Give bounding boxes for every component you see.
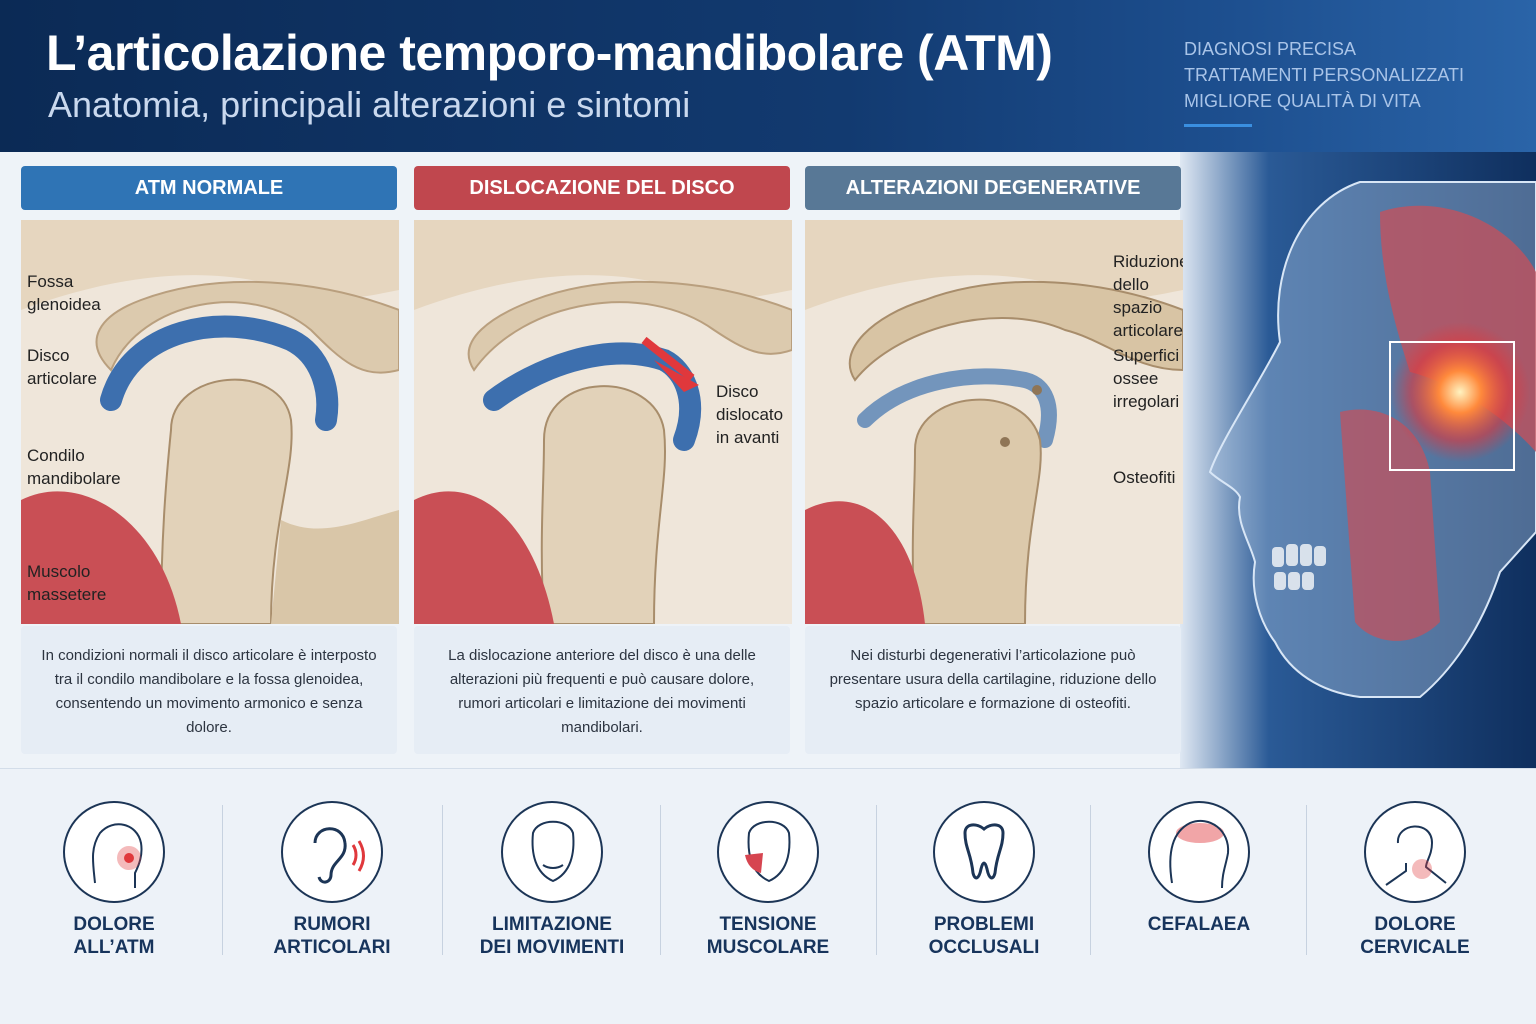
symptom-tensione: TENSIONE MUSCOLARE [668,801,868,959]
symptom-label-cefalea: CEFALAEA [1147,914,1251,935]
divider [876,805,877,955]
symptom-cervicale: DOLORE CERVICALE [1315,801,1515,959]
symptom-limitazione: LIMITAZIONE DEI MOVIMENTI [452,801,652,959]
label-superfici-irregolari: Superfici ossee irregolari [1113,346,1180,411]
headache-icon [1148,801,1250,903]
divider [442,805,443,955]
symptom-label-occlusali: PROBLEMI OCCLUSALI [928,914,1040,958]
panel-description-dislocazione: La dislocazione anteriore del disco è un… [414,626,790,754]
joint-illustration-dislocation: Disco dislocato in avanti [414,220,792,624]
ear-sound-icon [281,801,383,903]
panel-title-degenerative: ALTERAZIONI DEGENERATIVE [805,166,1181,210]
joint-illustration-normal: Fossa glenoidea Disco articolare Condilo… [21,220,399,624]
panel-description-degenerative: Nei disturbi degenerativi l’articolazion… [805,626,1181,754]
panel-title-dislocazione: DISLOCAZIONE DEL DISCO [414,166,790,210]
head-skull-illustration [1180,152,1536,768]
symptom-label-dolore-atm: DOLORE ALL’ATM [73,914,155,958]
page-title: L’articolazione temporo-mandibolare (ATM… [46,25,1053,81]
divider [222,805,223,955]
symptom-dolore-atm: DOLORE ALL’ATM [14,801,214,959]
joint-illustration-degenerative: Riduzione dello spazio articolare Superf… [805,220,1183,624]
tagline-trattamenti: TRATTAMENTI PERSONALIZZATI [1184,65,1465,85]
symptom-label-cervicale: DOLORE CERVICALE [1360,914,1470,958]
symptoms-row: DOLORE ALL’ATM RUMORI ARTICOLARI LIMITAZ… [0,768,1536,1024]
panel-dislocazione: DISLOCAZIONE DEL DISCO Disco dislocato i… [414,166,792,754]
page-subtitle: Anatomia, principali alterazioni e sinto… [48,84,691,125]
label-disco-articolare: Disco articolare [27,346,97,388]
head-pain-icon [63,801,165,903]
taglines: DIAGNOSI PRECISA TRATTAMENTI PERSONALIZZ… [1184,36,1464,127]
label-condilo-mandibolare: Condilo mandibolare [27,446,121,488]
label-disco-dislocato: Disco dislocato in avanti [716,382,784,447]
face-jaw-icon [501,801,603,903]
tooth-icon [933,801,1035,903]
tagline-diagnosi: DIAGNOSI PRECISA [1184,39,1357,59]
panel-atm-normale: ATM NORMALE Fossa glenoidea Disco artico… [21,166,399,754]
symptom-label-limitazione: LIMITAZIONE DEI MOVIMENTI [479,914,625,958]
label-muscolo-massetere: Muscolo massetere [27,562,107,604]
divider [660,805,661,955]
label-fossa-glenoidea: Fossa glenoidea [27,272,101,314]
label-osteofiti: Osteofiti [1113,468,1176,487]
symptom-cefalea: CEFALAEA [1099,801,1299,936]
neck-pain-icon [1364,801,1466,903]
symptom-rumori: RUMORI ARTICOLARI [232,801,432,959]
tagline-qualita: MIGLIORE QUALITÀ DI VITA [1184,91,1421,111]
divider [1090,805,1091,955]
panel-degenerative: ALTERAZIONI DEGENERATIVE Riduzione dello… [805,166,1183,754]
face-muscle-icon [717,801,819,903]
symptom-label-tensione: TENSIONE MUSCOLARE [706,914,830,958]
divider [1306,805,1307,955]
symptom-occlusali: PROBLEMI OCCLUSALI [884,801,1084,959]
panel-title-normale: ATM NORMALE [21,166,397,210]
panel-description-normale: In condizioni normali il disco articolar… [21,626,397,754]
tagline-underline [1184,124,1252,127]
header-banner: L’articolazione temporo-mandibolare (ATM… [0,0,1536,152]
symptom-label-rumori: RUMORI ARTICOLARI [273,914,391,958]
label-riduzione-spazio: Riduzione dello spazio articolare [1113,252,1183,340]
